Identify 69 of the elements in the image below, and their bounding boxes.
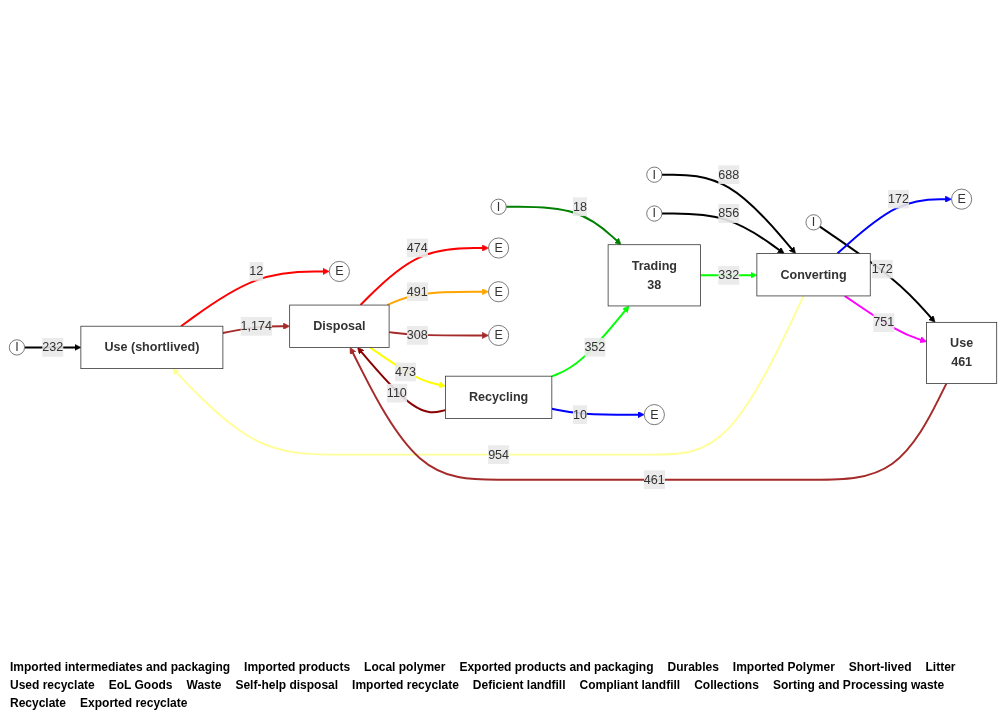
node-box: Converting (756, 252, 871, 297)
edge-label: 12 (249, 264, 264, 278)
edge-label: 461 (643, 472, 665, 486)
node-circle: E (488, 237, 510, 259)
flow-name: Imported products (244, 660, 351, 674)
node-circle: I (646, 166, 663, 183)
edge-label: 352 (584, 339, 606, 354)
node-circle: I (646, 205, 663, 222)
flow-name: Local polymer (364, 660, 446, 674)
flow-name: Durables (667, 660, 719, 674)
edge-label: 491 (406, 284, 428, 298)
node-box: Disposal (289, 304, 390, 348)
arrow (505, 205, 622, 245)
arrow (180, 267, 330, 327)
arrow (661, 212, 785, 254)
edge-label: 332 (718, 268, 740, 282)
edge-label: 110 (386, 385, 407, 400)
edge-label: 232 (42, 340, 64, 354)
arrow (843, 294, 927, 343)
arrow (661, 173, 796, 254)
node-circle: E (951, 188, 973, 210)
arrow (818, 225, 936, 323)
node-circle: I (490, 198, 507, 215)
arrow (349, 346, 948, 481)
flow-name: Sorting and Processing waste (772, 678, 945, 692)
flow-name: Collections (694, 678, 759, 692)
flow-name: Imported intermediates and packaging (10, 660, 231, 674)
node-box: Trading 38 (607, 244, 701, 307)
node-circle: E (643, 403, 665, 425)
flow-name: Exported recyclate (80, 696, 188, 710)
flow-name: Litter (925, 660, 956, 674)
edge-label: 856 (718, 206, 740, 220)
flow-name: Imported Polymer (732, 660, 835, 674)
arrow (357, 346, 447, 414)
node-circle: E (488, 324, 510, 346)
arrow (388, 330, 489, 339)
arrow (172, 294, 805, 456)
node-circle: E (328, 260, 350, 282)
node-circle: I (805, 214, 822, 231)
edge-label: 18 (572, 199, 587, 213)
flow-name: Imported recyclate (352, 678, 459, 692)
flow-name: Waste (186, 678, 222, 692)
node-circle: I (8, 339, 25, 356)
edge-label: 1,174 (240, 318, 272, 333)
flow-name: Compliant landfill (579, 678, 681, 692)
arrow (550, 305, 630, 378)
flow-name: Self-help disposal (235, 678, 339, 692)
flow-name: Deficient landfill (472, 678, 566, 692)
edge-label: 10 (572, 407, 587, 421)
arrow (836, 195, 952, 255)
edge-label: 473 (394, 364, 416, 379)
edge-label: 172 (871, 261, 893, 276)
edge-label: 308 (406, 328, 428, 342)
edge-label: 688 (718, 167, 740, 181)
flow-name: Exported products and packaging (459, 660, 654, 674)
edge-label: 474 (406, 240, 428, 255)
node-box: Use 461 (926, 321, 998, 384)
edge-label: 751 (873, 315, 895, 329)
flow-name: Short-lived (848, 660, 912, 674)
flow-name: Recyclate (10, 696, 67, 710)
arrow (369, 346, 446, 388)
node-box: Use (shortlived) (80, 325, 224, 369)
node-circle: E (488, 281, 510, 302)
flow-name: EoL Goods (108, 678, 173, 692)
flow-name: Used recyclate (10, 678, 95, 692)
edge-label: 172 (887, 191, 909, 206)
node-box: Recycling (445, 375, 553, 419)
arrow (550, 407, 645, 418)
edge-label: 954 (488, 447, 510, 461)
